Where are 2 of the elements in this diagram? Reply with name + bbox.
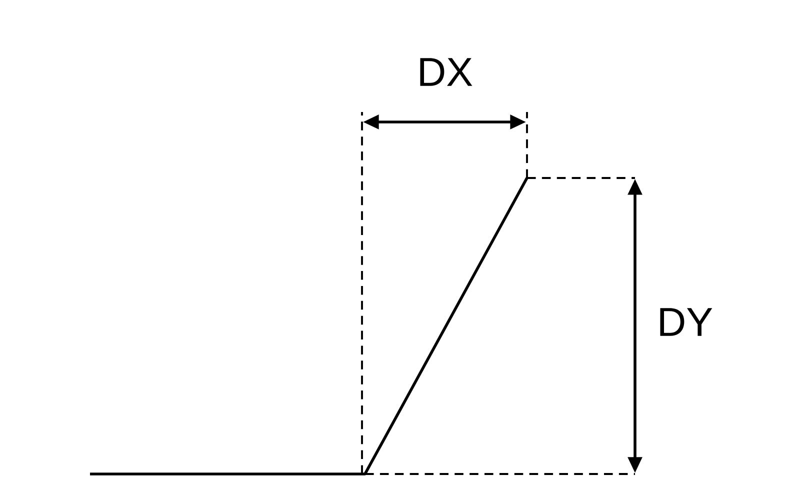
dimension-label: DX	[420, 58, 472, 86]
dimension-label: DY	[660, 308, 712, 336]
